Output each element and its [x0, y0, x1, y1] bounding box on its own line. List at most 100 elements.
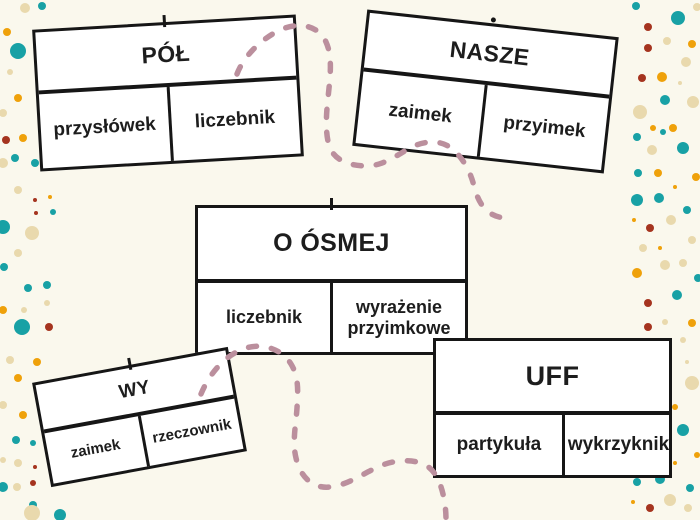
dot	[631, 500, 635, 504]
dot	[638, 74, 646, 82]
dot	[688, 319, 696, 327]
dot	[678, 81, 682, 85]
dot	[646, 504, 654, 512]
dot	[654, 169, 662, 177]
dot	[0, 482, 8, 492]
dot	[13, 483, 21, 491]
answer-option[interactable]: liczebnik	[225, 307, 303, 328]
dot	[20, 3, 30, 13]
dot	[0, 220, 10, 234]
dot	[21, 307, 27, 313]
dot	[660, 260, 670, 270]
dot	[685, 376, 699, 390]
dot	[31, 159, 39, 167]
dot	[631, 194, 643, 206]
dot	[671, 11, 685, 25]
dot	[688, 40, 696, 48]
dot	[25, 226, 39, 240]
dot	[24, 505, 40, 520]
answer-option[interactable]: wyrażenie przyimkowe	[330, 283, 465, 352]
dot	[10, 43, 26, 59]
dot	[673, 185, 677, 189]
dot	[30, 440, 36, 446]
dot	[639, 244, 647, 252]
dot	[12, 436, 20, 444]
answer-cells: przysłówek liczebnik	[39, 79, 301, 169]
dot	[24, 284, 32, 292]
dot	[693, 3, 700, 11]
pin-mark	[330, 198, 333, 210]
dot	[38, 2, 46, 10]
dot	[11, 154, 19, 162]
dot	[680, 337, 686, 343]
dot	[694, 274, 700, 282]
dot	[662, 319, 668, 325]
answer-option[interactable]: przyimek	[476, 84, 609, 171]
dot	[644, 23, 652, 31]
answer-option[interactable]: wykrzyknik	[561, 415, 672, 475]
dot	[633, 105, 647, 119]
dot	[7, 69, 13, 75]
dot	[0, 401, 7, 409]
dot	[647, 145, 657, 155]
dot	[14, 459, 22, 467]
dot	[30, 480, 36, 486]
dot	[677, 142, 689, 154]
dot	[44, 300, 50, 306]
dot	[672, 404, 678, 410]
dot	[45, 323, 53, 331]
dot	[14, 94, 22, 102]
dot	[684, 504, 692, 512]
dot	[644, 44, 652, 52]
answer-cells: liczebnik wyrażenie przyimkowe	[198, 283, 465, 352]
dot	[14, 374, 22, 382]
dot	[48, 195, 52, 199]
dot	[664, 494, 676, 506]
answer-option[interactable]: przysłówek	[52, 114, 157, 141]
answer-option[interactable]: zaimek	[387, 99, 453, 128]
dot	[681, 57, 691, 67]
answer-option[interactable]: liczebnik	[166, 79, 301, 161]
dot	[683, 206, 691, 214]
dot	[687, 96, 699, 108]
dot	[655, 474, 665, 484]
dot	[43, 281, 51, 289]
answer-option[interactable]: partykuła	[456, 434, 542, 456]
dot	[634, 169, 642, 177]
dot	[0, 158, 8, 168]
dot	[677, 424, 689, 436]
dot	[644, 299, 652, 307]
dot	[654, 193, 664, 203]
dot	[50, 209, 56, 215]
card-pol[interactable]: PÓŁ przysłówek liczebnik	[32, 14, 304, 172]
dot	[679, 259, 687, 267]
card-nasze[interactable]: NASZE zaimek przyimek	[352, 9, 619, 174]
pin-mark	[162, 15, 166, 28]
dot	[0, 306, 7, 314]
dot	[633, 133, 641, 141]
dot	[14, 249, 22, 257]
dot	[657, 72, 667, 82]
dot	[19, 134, 27, 142]
dot	[646, 224, 654, 232]
dot	[660, 95, 670, 105]
dot	[3, 28, 11, 36]
card-uff[interactable]: UFF partykuła wykrzyknik	[433, 338, 672, 478]
dot	[669, 124, 677, 132]
dot	[632, 218, 636, 222]
dot	[0, 109, 7, 117]
dot	[0, 457, 6, 463]
dot	[6, 356, 14, 364]
dot	[632, 2, 640, 10]
dot	[632, 268, 642, 278]
dot	[54, 509, 66, 520]
dot	[33, 358, 41, 366]
card-o-osmej[interactable]: O ÓSMEJ liczebnik wyrażenie przyimkowe	[195, 198, 468, 355]
dot	[685, 360, 689, 364]
dot	[14, 319, 30, 335]
dot	[686, 484, 694, 492]
dot	[673, 461, 677, 465]
dot	[633, 478, 641, 486]
